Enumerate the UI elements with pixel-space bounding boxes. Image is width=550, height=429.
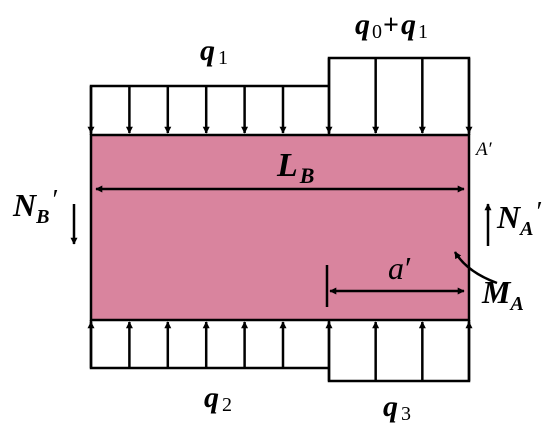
load-arrows-bottom-left <box>87 321 287 368</box>
label-length: LB <box>276 147 314 188</box>
label-offset-a-prime: a′ <box>388 250 412 286</box>
label-moment: MA <box>481 274 524 315</box>
label-normal-right: NA′ <box>496 197 543 240</box>
load-outline-bottom-left <box>89 320 329 370</box>
load-outline-bottom-right <box>327 320 471 383</box>
load-arrows-top-left <box>87 86 287 134</box>
load-outline-top-left <box>89 84 329 135</box>
label-corner-a-prime: A′ <box>474 139 493 160</box>
load-arrows-bottom-right <box>325 321 473 381</box>
label-normal-left: NB′ <box>12 185 59 228</box>
load-outline-top-right <box>327 56 471 135</box>
load-arrows-top-right <box>325 58 473 134</box>
moment-arrow <box>453 251 498 285</box>
